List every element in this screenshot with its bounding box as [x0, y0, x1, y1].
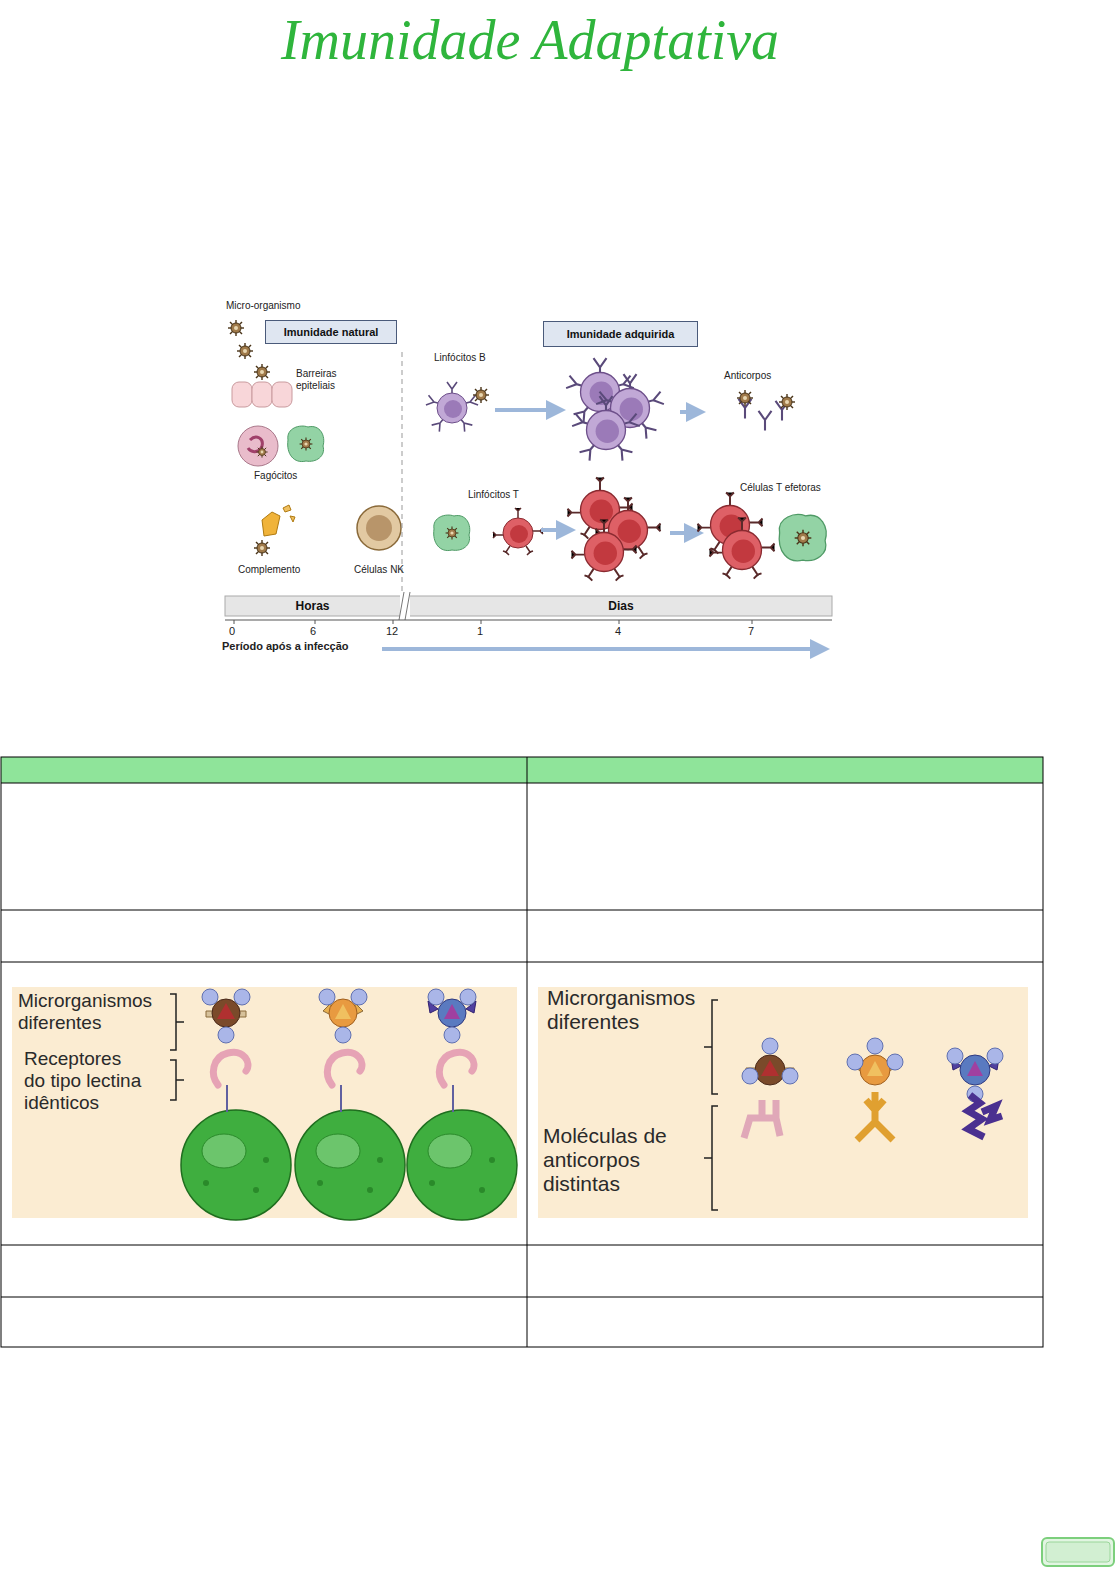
page-title: Imunidade Adaptativa: [0, 8, 1060, 72]
axis-tick: 1: [477, 625, 483, 638]
figure-label: Linfócitos T: [468, 489, 519, 501]
figure-label: Complemento: [238, 564, 300, 576]
figure-label: Micro-organismo: [226, 300, 300, 312]
figure-label: Células NK: [354, 564, 404, 576]
time-band: Dias: [410, 596, 832, 616]
panel-label: Receptores do tipo lectina idênticos: [24, 1048, 144, 1114]
figure-label: Linfócitos B: [434, 352, 486, 364]
node-text: Imunidade adquirida: [567, 328, 675, 340]
axis-title: Período após a infecção: [222, 640, 349, 653]
phase-box: Imunidade adquirida: [543, 321, 698, 347]
time-band: Horas: [225, 596, 400, 616]
figure-label: Barreiras epiteliais: [296, 368, 356, 391]
axis-tick: 4: [615, 625, 621, 638]
figure-label: Células T efetoras: [740, 482, 821, 494]
axis-tick: 0: [229, 625, 235, 638]
figure-label: Anticorpos: [724, 370, 771, 382]
axis-tick: 12: [386, 625, 398, 638]
node-text: Horas: [295, 599, 329, 613]
panel-label: Microrganismos diferentes: [547, 986, 707, 1034]
axis-tick: 7: [748, 625, 754, 638]
axis-tick: 6: [310, 625, 316, 638]
figure-label: Fagócitos: [254, 470, 297, 482]
phase-box: Imunidade natural: [265, 320, 397, 344]
node-text: Dias: [608, 599, 633, 613]
panel-label: Moléculas de anticorpos distintas: [543, 1124, 693, 1196]
panel-label: Microrganismos diferentes: [18, 990, 168, 1034]
node-text: Imunidade natural: [284, 326, 379, 338]
